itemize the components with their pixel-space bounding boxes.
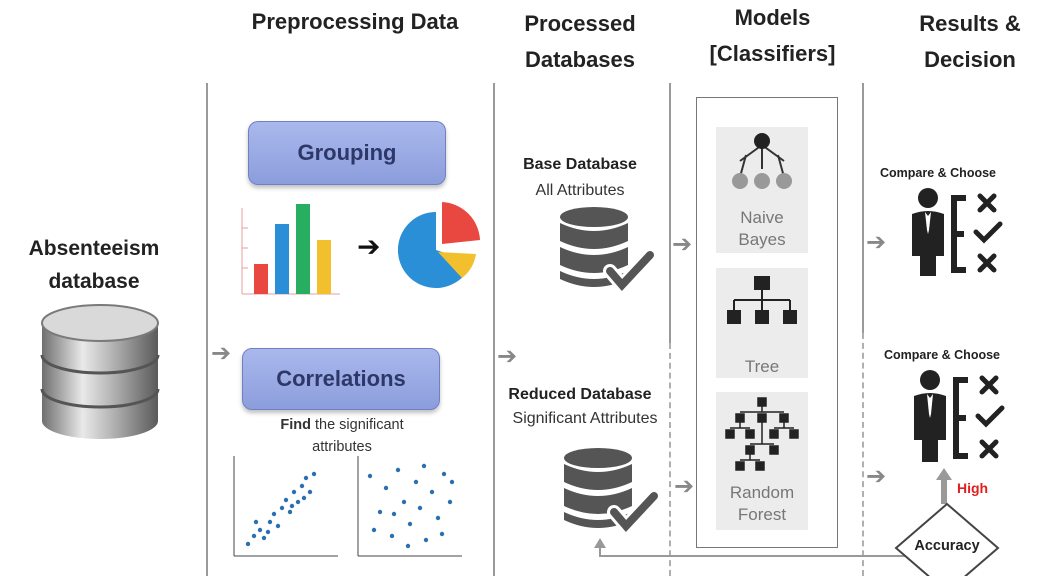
find-significant-text: Find the significant attributes	[280, 417, 404, 455]
arrow-right-icon: ➔	[357, 231, 381, 262]
compare-choose-label-2: Compare & Choose	[884, 348, 1000, 362]
base-database-subtitle: All Attributes	[535, 182, 625, 199]
correlations-box: Correlations	[242, 348, 440, 410]
decision-person-icon-1	[910, 186, 1006, 283]
bar-chart-icon	[232, 198, 342, 307]
scatter-plot-uncorrelated	[350, 452, 464, 567]
random-forest-tile: Random Forest	[716, 392, 808, 530]
naive-bayes-label: Naive Bayes	[738, 208, 786, 249]
pie-chart-icon	[397, 200, 482, 297]
grouping-box: Grouping	[248, 121, 446, 185]
compare-choose-label-1: Compare & Choose	[880, 166, 996, 180]
database-icon	[38, 303, 162, 448]
tree-label: Tree	[744, 357, 780, 376]
separator-2	[493, 83, 495, 576]
naive-bayes-tile: Naive Bayes	[716, 127, 808, 253]
base-database-icon	[556, 205, 657, 306]
random-forest-label: Random Forest	[729, 483, 795, 524]
separator-4-dashed	[862, 333, 864, 576]
decision-person-icon-2	[912, 368, 1008, 469]
arrow-models-to-results-1: ➔	[866, 229, 887, 256]
tree-tile: Tree	[716, 268, 808, 378]
arrow-models-to-results-2: ➔	[866, 463, 887, 490]
arrow-to-databases: ➔	[497, 343, 518, 370]
separator-4	[862, 83, 864, 333]
models-box	[696, 97, 838, 548]
separator-3	[669, 83, 671, 343]
feedback-loop-arrow	[588, 536, 908, 581]
accuracy-label: Accuracy	[914, 538, 980, 554]
base-database-title: Base Database	[523, 156, 637, 173]
header-preprocessing: Preprocessing Data	[251, 9, 459, 34]
header-results: Results & Decision	[919, 11, 1021, 72]
reduced-database-title: Reduced Database	[508, 386, 652, 403]
separator-3-dashed	[669, 343, 671, 576]
reduced-database-subtitle: Significant Attributes	[512, 410, 658, 427]
accuracy-diamond: Accuracy	[892, 500, 1002, 581]
scatter-plot-correlated	[226, 452, 340, 567]
arrow-reduced-to-models: ➔	[674, 473, 695, 500]
arrow-base-to-models: ➔	[672, 231, 693, 258]
high-label: High	[957, 480, 989, 496]
separator-1	[206, 83, 208, 576]
arrow-to-preprocessing: ➔	[211, 340, 232, 367]
random-forest-icon	[725, 397, 799, 471]
header-processed-databases: Processed Databases	[524, 11, 636, 72]
header-models: Models [Classifiers]	[709, 5, 836, 66]
arrow-up-icon	[934, 466, 954, 511]
tree-icon	[727, 276, 797, 324]
source-title: Absenteeism database	[28, 237, 160, 293]
reduced-database-icon	[560, 446, 661, 547]
naive-bayes-icon	[732, 133, 792, 189]
